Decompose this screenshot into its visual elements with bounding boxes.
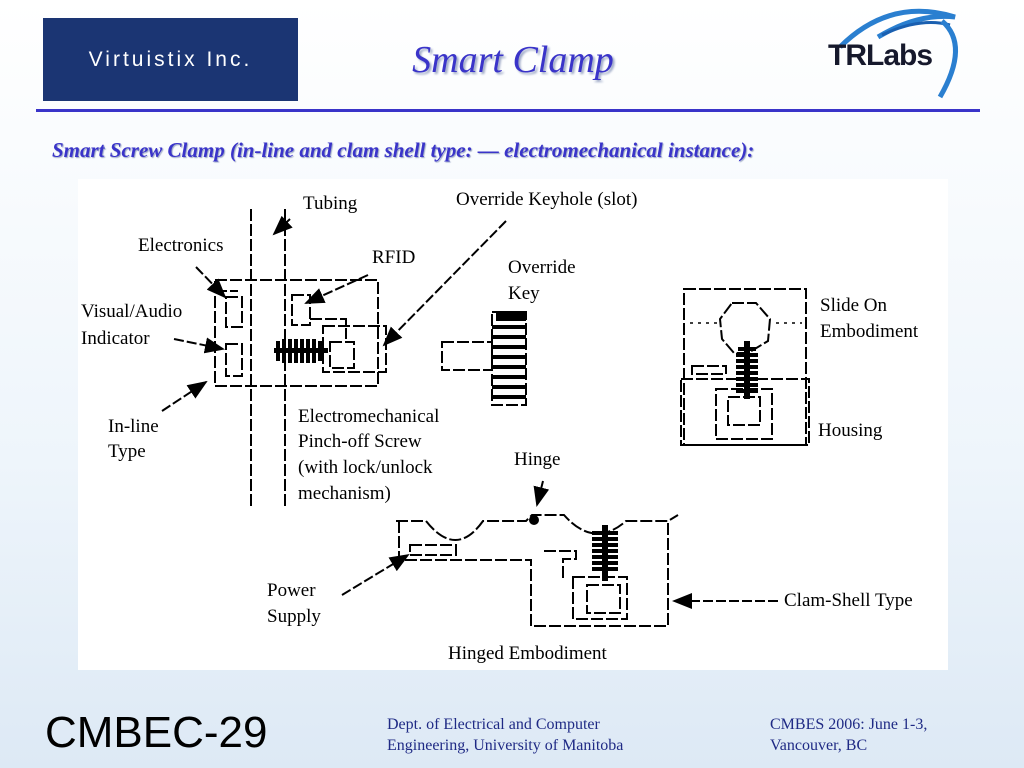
label-inline-line1: In-line <box>108 416 159 437</box>
slide-on-screw-head <box>727 396 761 426</box>
label-override-key-line2: Key <box>508 283 540 304</box>
tubing-arrow <box>272 215 293 236</box>
hinge-arrow <box>533 480 550 507</box>
label-hinged-embodiment: Hinged Embodiment <box>448 643 607 664</box>
slide-title: Smart Clamp <box>412 39 614 81</box>
footer-conf-line1: CMBES 2006: June 1-3, <box>770 716 928 733</box>
label-visual-audio-line1: Visual/Audio <box>81 301 183 322</box>
logo-text: Virtuistix Inc. <box>88 47 253 71</box>
electronics-arrow <box>195 266 227 299</box>
slide-subtitle: Smart Screw Clamp (in-line and clam shel… <box>52 138 755 162</box>
inline-screw-thread <box>274 339 328 363</box>
clam-shell-screw-head <box>586 584 621 614</box>
visual-audio-arrow <box>173 337 225 354</box>
label-screw-line3: (with lock/unlock <box>298 457 433 478</box>
override-key-slot <box>496 311 526 321</box>
clam-shell-screw-housing <box>572 576 628 620</box>
label-electronics: Electronics <box>138 235 224 256</box>
slide-on-inner-housing <box>715 388 773 440</box>
footer-dept-line1: Dept. of Electrical and Computer <box>387 716 600 733</box>
override-key-ridges <box>492 325 526 399</box>
label-inline-line2: Type <box>108 441 146 462</box>
label-power-supply-line1: Power <box>267 580 316 601</box>
clam-shell-screw-thread <box>592 525 618 581</box>
trlabs-logo: TRLabs <box>820 5 990 105</box>
hinge-pin <box>529 515 539 525</box>
slide-on-stop <box>691 365 727 375</box>
label-screw-line2: Pinch-off Screw <box>298 431 422 452</box>
label-tubing: Tubing <box>303 193 358 214</box>
label-screw-line4: mechanism) <box>298 483 391 504</box>
override-keyhole-arrow <box>382 220 507 347</box>
footer-conf-line2: Vancouver, BC <box>770 737 868 754</box>
label-slide-on-line2: Embodiment <box>820 321 919 342</box>
smart-clamp-diagram: Tubing Override Keyhole (slot) Electroni… <box>78 179 948 670</box>
electronics-module-lower <box>225 343 243 377</box>
power-supply-arrow <box>341 553 410 596</box>
label-screw-line1: Electromechanical <box>298 406 440 427</box>
trlabs-swoosh-icon <box>838 8 958 99</box>
label-override-keyhole: Override Keyhole (slot) <box>456 189 638 210</box>
screw-head-inline <box>329 341 355 369</box>
label-rfid: RFID <box>372 247 416 268</box>
trlabs-text: TRLabs <box>828 39 933 72</box>
diagram-drawing <box>161 209 810 627</box>
override-key-shaft <box>441 341 493 371</box>
label-power-supply-line2: Supply <box>267 606 321 627</box>
electronics-module-upper <box>225 296 243 328</box>
label-slide-on-line1: Slide On <box>820 295 888 316</box>
virtuistix-logo: Virtuistix Inc. <box>43 18 298 101</box>
slide-on-screw-thread <box>736 341 758 399</box>
rfid-module <box>291 294 311 326</box>
footer-dept-line2: Engineering, University of Manitoba <box>387 737 624 754</box>
header-rule <box>36 109 980 112</box>
clam-shell-top-contour <box>396 514 679 541</box>
label-override-key-line1: Override <box>508 257 576 278</box>
label-hinge: Hinge <box>514 449 561 470</box>
footer-conference-id: CMBEC-29 <box>45 708 268 757</box>
label-clam-shell: Clam-Shell Type <box>784 590 913 611</box>
label-housing: Housing <box>818 420 883 441</box>
rfid-arrow <box>304 274 369 304</box>
inline-type-arrow <box>161 380 208 412</box>
power-supply-module <box>409 544 457 556</box>
inline-clamp-body <box>214 279 379 387</box>
label-visual-audio-line2: Indicator <box>81 328 150 349</box>
clam-shell-lower-half <box>398 521 669 627</box>
